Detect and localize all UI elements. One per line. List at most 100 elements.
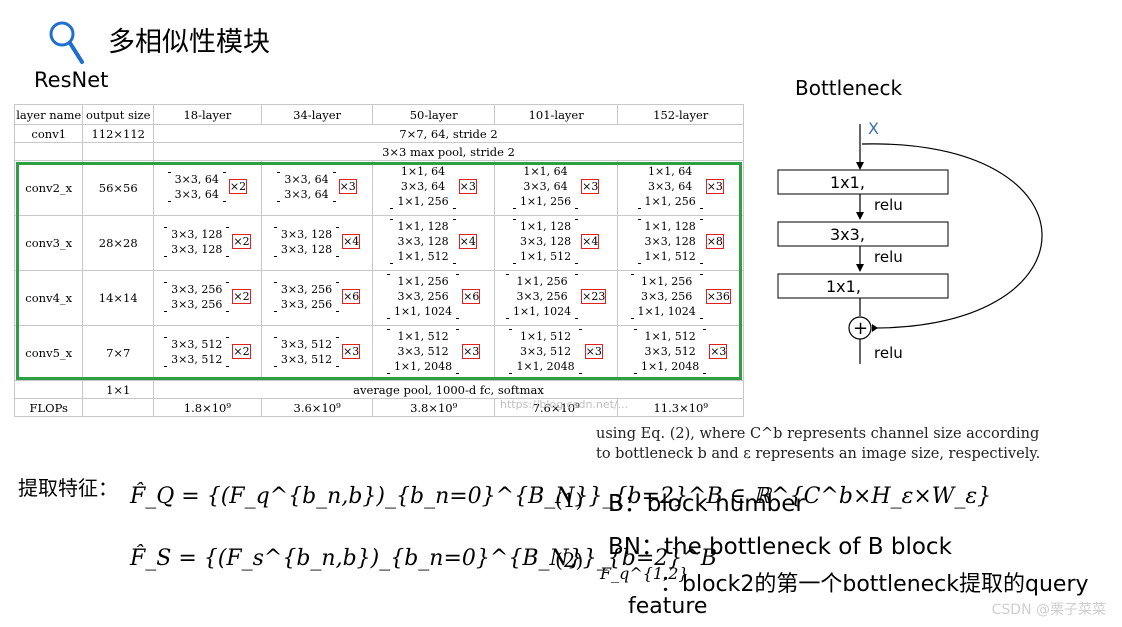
config-line: 1×1, 64 (647, 165, 693, 178)
config-line: 3×3, 64 (174, 172, 219, 186)
config-line: 3×3, 128 (397, 235, 449, 248)
repeat-count: ×3 (584, 344, 603, 359)
highlight-box (16, 162, 742, 380)
config-line: 1×1, 256 (397, 195, 449, 208)
config-line: 3×3, 64 (400, 180, 446, 193)
resnet-architecture-table: layer name output size 18-layer 34-layer… (13, 104, 744, 420)
repeat-count: ×2 (232, 289, 251, 304)
layer-label: 3x3, (830, 225, 865, 244)
config-line: 3×3, 512 (171, 337, 223, 351)
config-line: 3×3, 128 (280, 227, 333, 241)
repeat-count: ×3 (338, 179, 357, 194)
repeat-count: ×3 (342, 344, 361, 359)
config-line: 3×3, 512 (519, 345, 572, 358)
output-size: 1×1 (82, 380, 154, 399)
repeat-count: ×3 (462, 344, 481, 359)
equation-2-number: (2) (555, 548, 584, 572)
col-101-layer: 101-layer (493, 104, 619, 125)
caption-line: to bottleneck b and ε represents an imag… (596, 446, 1041, 462)
note-feature-desc-2: feature (628, 594, 708, 619)
caption-line: using Eq. (2), where C^b represents chan… (596, 426, 1040, 442)
config-line: 1×1, 1024 (393, 305, 453, 318)
config-line: 3×3, 512 (397, 345, 449, 358)
config-line: 3×3, 64 (523, 180, 568, 193)
output-size: 14×14 (82, 270, 154, 326)
bottleneck-diagram: X 1x1, relu 3x3, relu 1x1, + relu (777, 119, 1043, 364)
layer-name: conv5_x (13, 325, 84, 381)
col-output-size: output size (82, 104, 154, 125)
config-line: 1×1, 512 (519, 330, 572, 343)
config-line: 1×1, 512 (519, 250, 572, 263)
skip-connection (861, 143, 1043, 329)
search-icon (49, 21, 84, 64)
col-50-layer: 50-layer (372, 104, 495, 125)
flops-value: 1.8×10⁹ (153, 398, 262, 417)
repeat-count: ×3 (709, 344, 728, 359)
config-line: 3×3, 128 (171, 227, 223, 241)
config-line: 1×1, 512 (397, 330, 449, 343)
config-line: 3×3, 64 (174, 187, 219, 201)
config-line: 1×1, 256 (644, 195, 696, 208)
paper-caption: using Eq. (2), where C^b represents chan… (596, 424, 1040, 464)
config-line: 1×1, 128 (397, 220, 449, 233)
config-line: 1×1, 256 (397, 275, 449, 288)
config-line: 3×3, 512 (644, 345, 696, 358)
repeat-count: ×3 (458, 179, 477, 194)
config-line: 3×3, 64 (284, 187, 329, 201)
pool-desc: average pool, 1000-d fc, softmax (153, 380, 744, 399)
config-line: 3×3, 256 (280, 282, 333, 296)
relu-label: relu (874, 248, 903, 266)
config-line: 3×3, 512 (280, 352, 333, 366)
config-line: 3×3, 128 (519, 235, 572, 248)
layer-box (777, 221, 949, 247)
table-row: 1×1 average pool, 1000-d fc, softmax (13, 380, 744, 399)
config-line: 3×3, 256 (280, 297, 333, 311)
repeat-count: ×4 (458, 234, 477, 249)
col-152-layer: 152-layer (617, 104, 744, 125)
config-line: 3×3, 256 (641, 290, 693, 303)
config-line: 1×1, 512 (644, 330, 696, 343)
layer-name: conv2_x (13, 160, 84, 216)
repeat-count: ×6 (462, 289, 481, 304)
layer-label: 1x1, (826, 277, 861, 296)
config-line: 3×3, 512 (280, 337, 333, 351)
equation-1-number: (1) (555, 488, 584, 512)
config-line: 3×3, 64 (647, 180, 693, 193)
repeat-count: ×2 (228, 179, 248, 194)
bottleneck-title: Bottleneck (795, 76, 903, 100)
conv1-desc: 7×7, 64, stride 2 (153, 124, 744, 143)
output-size: 56×56 (82, 160, 154, 216)
note-bottleneck: BN：the bottleneck of B block (608, 534, 952, 560)
relu-label: relu (874, 344, 903, 362)
equation-1: F̂_Q = {(F_q^{b_n,b})_{b_n=0}^{B_N}}_{b=… (130, 484, 992, 509)
layer-name: conv1 (13, 124, 84, 143)
table-row: conv1 112×112 7×7, 64, stride 2 (13, 124, 744, 143)
col-layer-name: layer name (13, 104, 84, 125)
col-34-layer: 34-layer (260, 104, 374, 125)
config-line: 1×1, 1024 (512, 305, 572, 318)
relu-label: relu (874, 196, 903, 214)
config-line: 3×3, 128 (171, 242, 223, 256)
config-line: 1×1, 64 (400, 165, 446, 178)
repeat-count: ×23 (581, 289, 607, 304)
layer-box (777, 169, 949, 195)
config-line: 3×3, 256 (397, 290, 449, 303)
table-watermark: https://blog.csdn.net/... (500, 398, 629, 411)
section-subtitle: ResNet (34, 68, 109, 92)
block-config-cell: 1×1, 64 3×3, 64 1×1, 256 ×3 (372, 160, 495, 216)
output-size: 112×112 (82, 124, 154, 143)
repeat-count: ×3 (581, 179, 600, 194)
flops-value: 7.6×10⁹ (493, 398, 619, 417)
table-header-row: layer name output size 18-layer 34-layer… (13, 104, 744, 125)
